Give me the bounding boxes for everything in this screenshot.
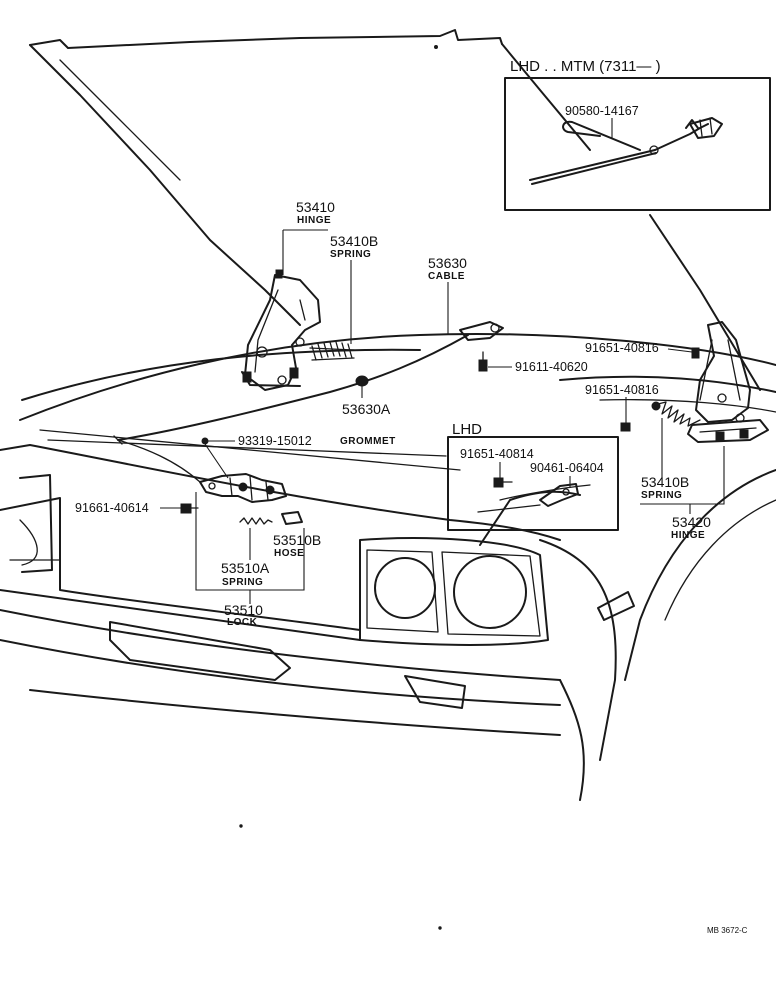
label-lock: LOCK <box>227 617 258 628</box>
car-body <box>0 333 776 801</box>
right-hinge-bolt-top <box>691 347 700 359</box>
lock-screw <box>201 437 209 445</box>
label-91651-mid: 91651-40816 <box>585 383 659 397</box>
label-spring-left: SPRING <box>330 249 371 260</box>
label-53410b-right: 53410B <box>641 474 689 490</box>
left-hinge-spring <box>309 341 355 361</box>
speck <box>434 45 438 49</box>
right-spring-end <box>651 401 661 411</box>
inset-part-number: 90580-14167 <box>565 104 639 118</box>
inset-title: LHD . . MTM (7311— ) <box>510 58 661 75</box>
leader-lines <box>160 229 725 604</box>
label-hose: HOSE <box>274 548 304 559</box>
release-cable <box>113 321 504 483</box>
label-spring-right: SPRING <box>641 490 682 501</box>
lhd-detail-box: LHD 91651-40814 90461-06404 <box>447 421 619 531</box>
label-91611: 91611-40620 <box>515 360 588 374</box>
lhd-part-a: 91651-40814 <box>460 447 534 461</box>
drawing-ref-code: MB 3672-C <box>707 926 748 935</box>
lhd-title: LHD <box>452 421 482 438</box>
lhd-part-b: 90461-06404 <box>530 461 604 475</box>
cable-grommet <box>355 375 369 387</box>
label-53410b-left: 53410B <box>330 233 378 249</box>
hood-lock-assembly <box>199 473 287 503</box>
part-labels: 53410 HINGE 53410B SPRING 53630 CABLE 53… <box>75 199 711 628</box>
label-53510b: 53510B <box>273 532 321 548</box>
label-53420: 53420 <box>672 514 711 530</box>
label-grommet: GROMMET <box>340 436 396 447</box>
label-91651-top: 91651-40816 <box>585 341 659 355</box>
right-hood-hinge <box>687 321 769 443</box>
speck <box>239 824 243 828</box>
label-hinge-left: HINGE <box>297 215 331 226</box>
right-hinge-bolt-mid <box>620 422 631 432</box>
speck <box>438 926 442 930</box>
inset-lhd-mtm: LHD . . MTM (7311— ) 90580-14167 <box>504 58 771 211</box>
label-53630: 53630 <box>428 255 467 271</box>
cable-clip-bolt <box>478 351 488 372</box>
right-hinge-spring <box>657 401 701 427</box>
label-91661: 91661-40614 <box>75 501 149 515</box>
label-53510: 53510 <box>224 602 263 618</box>
label-53410: 53410 <box>296 199 335 215</box>
left-hood-hinge <box>241 269 321 391</box>
label-53630a: 53630A <box>342 401 391 417</box>
label-cable: CABLE <box>428 271 465 282</box>
lock-spring <box>239 517 273 525</box>
label-lock-spring: SPRING <box>222 577 263 588</box>
label-53510a: 53510A <box>221 560 270 576</box>
label-hinge-right: HINGE <box>671 530 705 541</box>
lock-hose <box>281 511 303 525</box>
label-93319: 93319-15012 <box>238 434 312 448</box>
